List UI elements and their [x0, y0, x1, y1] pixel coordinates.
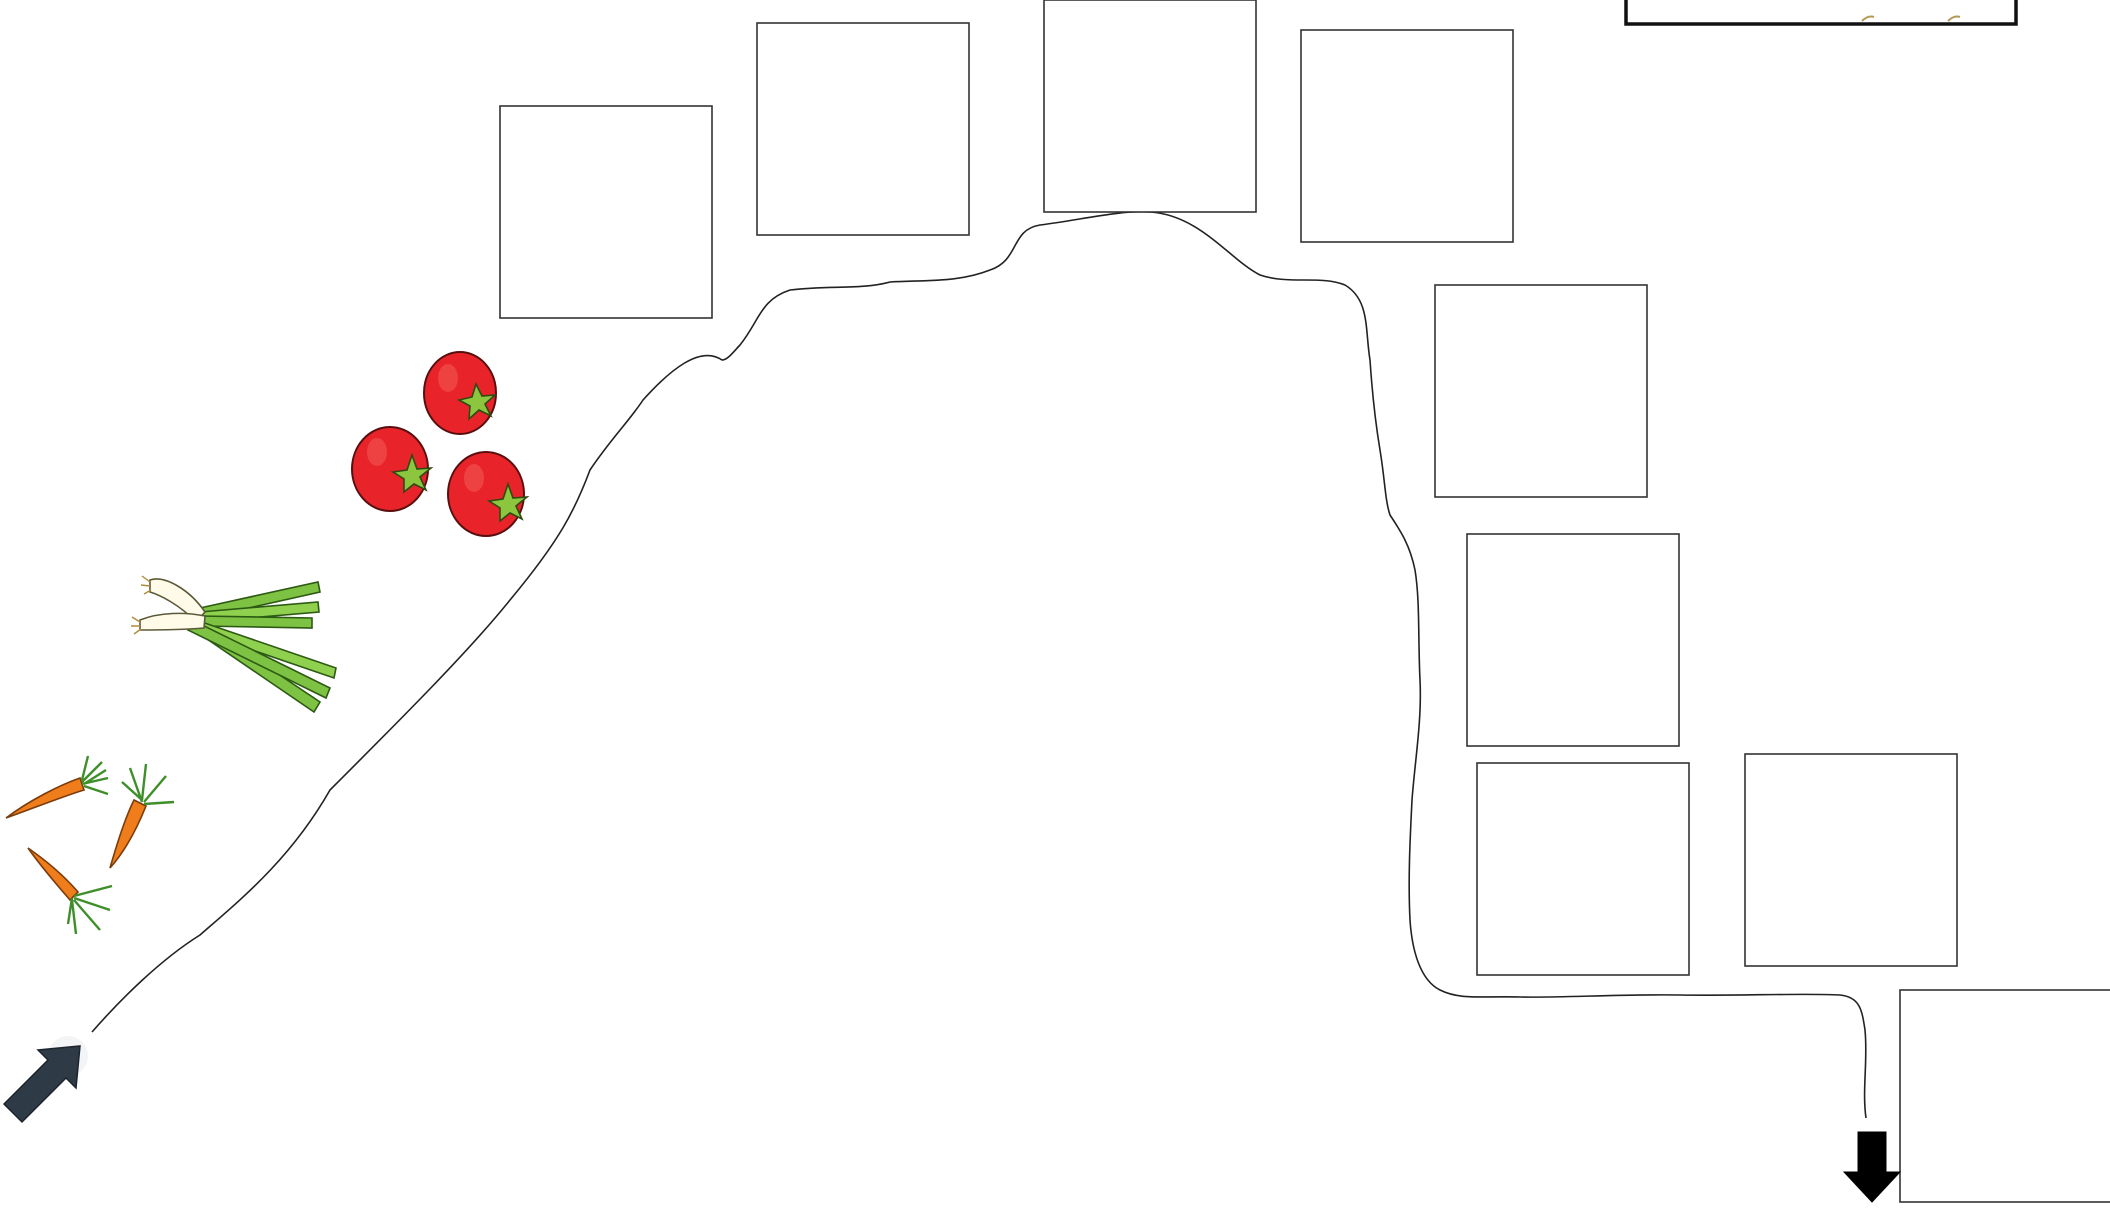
slot-box[interactable]: [1467, 534, 1679, 746]
top-card: [1626, 0, 2016, 24]
tomatoes-group: [352, 352, 527, 536]
carrot-icon: [110, 764, 174, 868]
slot-box[interactable]: [1900, 990, 2110, 1202]
carrots-group: [6, 756, 174, 934]
slot-box[interactable]: [1435, 285, 1647, 497]
tomato-icon: [424, 352, 496, 434]
tomato-icon: [448, 452, 527, 536]
start-arrow-icon: [4, 1036, 88, 1122]
slot-box[interactable]: [757, 23, 969, 235]
end-arrow-icon: [1844, 1132, 1900, 1202]
slot-box[interactable]: [1044, 0, 1256, 212]
slot-box[interactable]: [1745, 754, 1957, 966]
carrot-icon: [28, 848, 112, 934]
tomato-icon: [352, 427, 431, 511]
slot-box[interactable]: [1301, 30, 1513, 242]
slot-box[interactable]: [500, 106, 712, 318]
spring-onion-icon: [131, 576, 336, 712]
carrot-icon: [6, 756, 108, 818]
slot-box[interactable]: [1477, 763, 1689, 975]
